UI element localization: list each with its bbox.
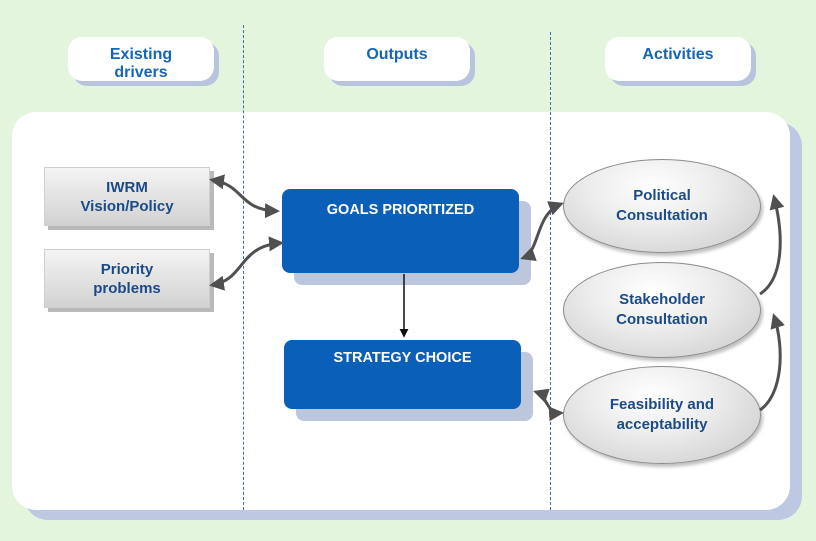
column-divider-right	[550, 32, 551, 510]
output-strategy-choice-label: STRATEGY CHOICE	[333, 350, 472, 366]
header-outputs: Outputs	[324, 37, 470, 81]
activity-stakeholder-consultation: Stakeholder Consultation	[563, 262, 761, 358]
output-goals-prioritized: GOALS PRIORITIZED	[282, 189, 519, 273]
activity-feasibility-acceptability-label: Feasibility and acceptability	[609, 396, 715, 433]
activity-feasibility-acceptability: Feasibility and acceptability	[563, 366, 761, 464]
arrow-strategy-feasibility	[533, 388, 564, 422]
activity-stakeholder-consultation-label: Stakeholder Consultation	[616, 291, 708, 328]
arrow-problems-goals	[209, 236, 284, 291]
arrow-goals-political	[520, 201, 564, 262]
header-activities: Activities	[605, 37, 751, 81]
header-existing-drivers: Existing drivers	[68, 37, 214, 81]
header-activities-label: Activities	[642, 46, 714, 63]
arrow-stakeholder-political	[759, 194, 785, 296]
driver-priority-problems-label: Priority problems	[93, 260, 161, 297]
output-goals-prioritized-label: GOALS PRIORITIZED	[326, 202, 475, 218]
output-strategy-choice: STRATEGY CHOICE	[284, 340, 521, 409]
driver-iwrm-vision-policy-label: IWRM Vision/Policy	[80, 178, 174, 215]
header-outputs-label: Outputs	[366, 46, 428, 63]
arrow-vision-goals	[209, 174, 280, 219]
activity-political-consultation-label: Political Consultation	[616, 187, 708, 224]
arrow-feasibility-stakeholder	[759, 313, 785, 412]
header-existing-drivers-label: Existing drivers	[109, 46, 173, 81]
driver-priority-problems: Priority problems	[44, 249, 210, 308]
activity-political-consultation: Political Consultation	[563, 159, 761, 253]
